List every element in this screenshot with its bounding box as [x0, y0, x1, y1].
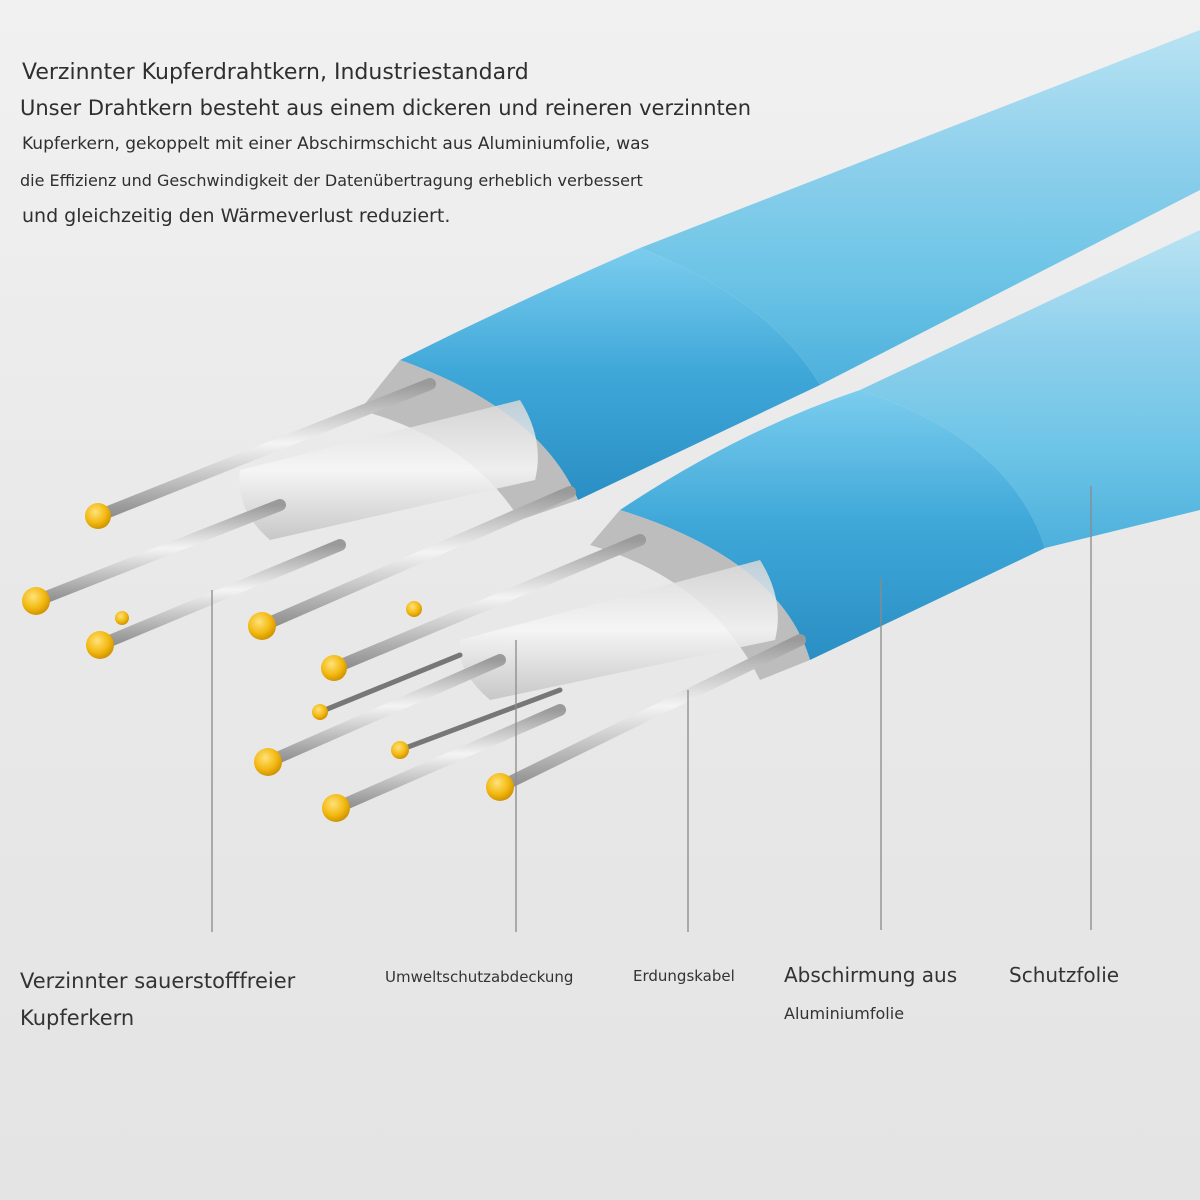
label-copper-core: Verzinnter sauerstofffreier Kupferkern	[20, 963, 295, 1037]
lower-wires	[262, 534, 806, 814]
label-insulation: Umweltschutzabdeckung	[385, 968, 574, 986]
label-protective-film: Schutzfolie	[1009, 963, 1120, 987]
upper-wires	[30, 378, 576, 651]
lower-cable-foil-band	[620, 390, 1045, 660]
label-copper-core-line2: Kupferkern	[20, 1006, 135, 1030]
intro-line-2: Kupferkern, gekoppelt mit einer Abschirm…	[22, 134, 650, 154]
upper-wire-tips	[22, 503, 276, 659]
label-ground-wire: Erdungskabel	[633, 967, 735, 985]
intro-line-3: die Effizienz und Geschwindigkeit der Da…	[20, 171, 643, 190]
upper-cable-jacket	[640, 30, 1200, 385]
intro-line-1: Unser Drahtkern besteht aus einem dicker…	[20, 96, 752, 120]
lower-cable-insulation-tube	[459, 560, 778, 700]
upper-cable	[22, 30, 1200, 659]
label-shielding: Abschirmung aus	[784, 963, 958, 987]
label-copper-core-line1: Verzinnter sauerstofffreier	[20, 969, 296, 993]
lower-wire-tips	[254, 601, 514, 822]
intro-title: Verzinnter Kupferdrahtkern, Industriesta…	[22, 60, 529, 85]
label-shielding-sub: Aluminiumfolie	[784, 1004, 905, 1023]
upper-cable-foil-band	[400, 248, 820, 500]
lower-cable	[254, 230, 1200, 822]
leader-lines	[211, 486, 1092, 932]
intro-line-4: und gleichzeitig den Wärmeverlust reduzi…	[22, 205, 451, 227]
upper-cable-insulation-tube	[239, 400, 538, 540]
lower-cable-jacket	[860, 230, 1200, 548]
